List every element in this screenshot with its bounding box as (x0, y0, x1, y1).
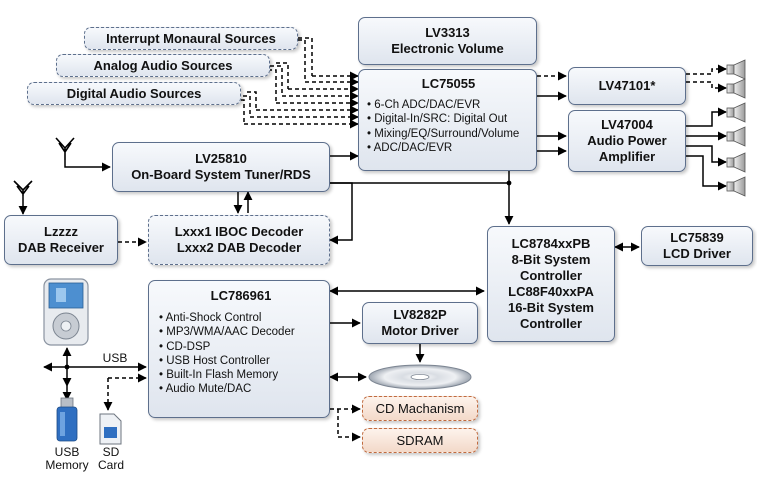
lc786961-item: • USB Host Controller (159, 354, 270, 367)
lv25810-block: LV25810 On-Board System Tuner/RDS (112, 142, 330, 192)
lv3313-subtitle: Electronic Volume (391, 41, 504, 56)
lc786961-block: LC786961 • Anti-Shock Control • MP3/WMA/… (148, 280, 330, 418)
bus-digital-2 (243, 95, 251, 117)
bus-analog (276, 62, 289, 89)
sd-card-icon (99, 413, 122, 445)
dab-receiver-subtitle: DAB Receiver (18, 240, 104, 255)
lc8784-title: LC8784xxPB (511, 236, 591, 251)
lc75055-item: • 6-Ch ADC/DAC/EVR (367, 99, 481, 111)
dab-receiver-title: Lzzzz (44, 224, 78, 239)
lc786961-item: • Anti-Shock Control (159, 312, 262, 324)
lc75839-title: LC75839 (670, 230, 724, 245)
usb-memory-label: USB Memory (45, 445, 89, 472)
digital-audio-sources-label: Digital Audio Sources (66, 85, 202, 101)
portable-player-icon (43, 278, 89, 346)
bus-analog-2 (270, 65, 283, 96)
cd-mechanism-block: CD Machanism (362, 396, 478, 421)
lc75055-item: • ADC/DAC/EVR (367, 141, 453, 154)
lc88f40-line: 16-Bit System (508, 300, 594, 315)
lc88f40-line: Controller (519, 316, 583, 331)
lv3313-title: LV3313 (425, 25, 470, 40)
antenna-icon (13, 180, 33, 196)
bus-analog-3 (268, 69, 277, 103)
lc8784-line: Controller (519, 268, 583, 283)
cd-mechanism-label: CD Machanism (375, 400, 465, 416)
lc786961-item: • MP3/WMA/AAC Decoder (159, 326, 295, 339)
lv8282p-subtitle: Motor Driver (381, 323, 459, 338)
bus-interrupt (298, 37, 313, 76)
bus-digital-3 (241, 99, 245, 124)
lc786961-title: LC786961 (210, 288, 272, 303)
lc786961-item: • CD-DSP (159, 340, 211, 353)
sdram-label: SDRAM (396, 432, 444, 448)
dab-decoder-label: Lxxx2 DAB Decoder (176, 240, 302, 255)
lv47004-title: LV47004 (601, 117, 653, 132)
sd-card-label: SD Card (97, 445, 124, 472)
lc75055-item: • Mixing/EQ/Surround/Volume (367, 127, 520, 140)
lc88f40-title: LC88F40xxPA (508, 284, 594, 299)
lc786961-item: • Audio Mute/DAC (159, 383, 252, 396)
lc8784-controller-block: LC8784xxPB 8-Bit System Controller LC88F… (487, 226, 615, 342)
lv47004-subtitle-2: Amplifier (598, 149, 656, 164)
analog-audio-sources-label: Analog Audio Sources (93, 57, 233, 73)
dab-receiver-block: Lzzzz DAB Receiver (4, 215, 118, 265)
interrupt-monaural-sources-label: Interrupt Monaural Sources (106, 30, 276, 46)
cd-disc-icon (368, 364, 472, 390)
lc75055-item: • Digital-In/SRC: Digital Out (367, 113, 508, 126)
lc75055-block: LC75055 • 6-Ch ADC/DAC/EVR • Digital-In/… (358, 69, 537, 171)
digital-audio-sources-block: Digital Audio Sources (27, 82, 241, 105)
lv47101-block: LV47101* (568, 67, 686, 105)
antenna-icon (55, 137, 75, 160)
iboc-decoder-label: Lxxx1 IBOC Decoder (174, 224, 304, 239)
speaker-icon (726, 59, 746, 197)
lc75839-subtitle: LCD Driver (663, 246, 731, 261)
decoder-block: Lxxx1 IBOC Decoder Lxxx2 DAB Decoder (148, 215, 330, 265)
usb-stick-icon (56, 397, 78, 442)
interrupt-monaural-sources-block: Interrupt Monaural Sources (84, 27, 298, 50)
lv47101-title: LV47101* (598, 78, 656, 93)
analog-audio-sources-block: Analog Audio Sources (56, 54, 270, 77)
lv47004-subtitle: Audio Power (587, 133, 667, 148)
lc786961-item: • Built-In Flash Memory (159, 369, 279, 382)
lv8282p-title: LV8282P (393, 307, 447, 322)
sdram-block: SDRAM (362, 428, 478, 453)
lc8784-line: 8-Bit System (511, 252, 591, 267)
lv25810-subtitle: On-Board System Tuner/RDS (131, 167, 311, 182)
usb-bus-label: USB (102, 351, 128, 365)
lc75055-title: LC75055 (421, 76, 476, 91)
bus-interrupt-2 (291, 39, 306, 82)
lv3313-block: LV3313 Electronic Volume (358, 17, 537, 65)
lv8282p-block: LV8282P Motor Driver (362, 302, 478, 344)
bus-digital (247, 91, 257, 110)
lv25810-title: LV25810 (195, 151, 247, 166)
lv47004-block: LV47004 Audio Power Amplifier (568, 110, 686, 172)
lc75839-block: LC75839 LCD Driver (641, 226, 753, 266)
